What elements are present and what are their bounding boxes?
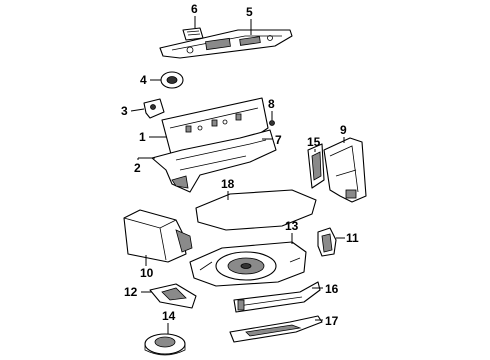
callout-11: 11 [336,231,359,245]
callout-7: 7 [262,133,282,147]
storage-box [123,209,193,263]
callout-8: 8 [268,97,275,120]
callout-12: 12 [124,285,152,299]
callout-label-15: 15 [307,135,321,149]
callout-label-14: 14 [162,309,176,323]
callout-label-18: 18 [221,177,235,191]
speaker-grille-cover [182,27,204,41]
callout-label-10: 10 [140,266,154,280]
callout-13: 13 [285,219,299,244]
round-base [144,333,186,356]
package-tray-panel [159,29,293,59]
callout-14: 14 [162,309,176,334]
side-trim-small [307,143,325,189]
callout-5: 5 [246,5,253,35]
callout-3: 3 [121,104,145,118]
sill-plate [229,315,323,343]
callout-15: 15 [307,135,321,152]
callout-label-9: 9 [340,123,347,137]
callout-label-1: 1 [139,130,146,144]
callout-label-3: 3 [121,104,128,118]
speaker [160,71,184,89]
bracket [143,98,165,119]
callout-label-5: 5 [246,5,253,19]
callout-label-12: 12 [124,285,138,299]
callout-label-8: 8 [268,97,275,111]
access-cover [317,227,337,257]
support-bracket [233,281,321,313]
callout-2: 2 [134,157,155,175]
callout-16: 16 [312,282,339,296]
callout-label-2: 2 [134,161,141,175]
callout-label-4: 4 [140,73,147,87]
callout-4: 4 [140,73,161,87]
callout-6: 6 [191,2,198,28]
callout-18: 18 [221,177,235,200]
trunk-floor-mat [195,189,317,231]
callout-label-11: 11 [346,231,359,245]
callout-label-6: 6 [191,2,198,16]
trunk-front-trim [151,129,277,193]
jack [149,283,197,309]
callout-label-13: 13 [285,219,299,233]
fastener-clip [269,120,275,126]
callout-1: 1 [139,130,166,144]
callout-10: 10 [140,255,154,280]
callout-label-7: 7 [275,133,282,147]
callout-label-16: 16 [325,282,339,296]
spare-tire-tray [189,241,307,287]
callout-17: 17 [315,314,339,328]
callout-label-17: 17 [325,314,339,328]
quarter-trim-panel [323,137,367,203]
callout-9: 9 [340,123,347,143]
